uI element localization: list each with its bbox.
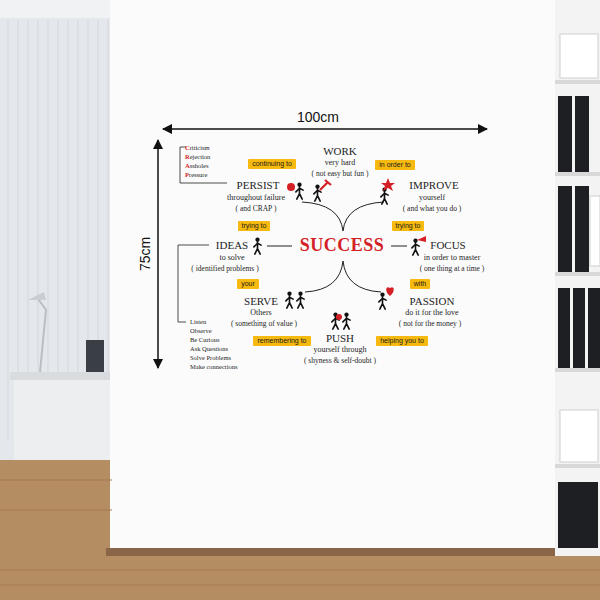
dimension-label: 75cm bbox=[138, 237, 153, 271]
floor-boards bbox=[0, 480, 600, 585]
tag-text: trying to bbox=[396, 222, 421, 229]
list-item: Observe bbox=[190, 327, 212, 334]
concept-word: IMPROVE bbox=[409, 179, 459, 191]
concept-note: ( and CRAP ) bbox=[236, 205, 277, 213]
crap-bracket bbox=[180, 147, 227, 183]
acronym-item: Criticism bbox=[185, 144, 210, 151]
connector-tag: your bbox=[237, 279, 259, 289]
connector-tag: remembering to bbox=[253, 336, 310, 346]
concept-note: ( not easy but fun ) bbox=[312, 170, 369, 178]
concept-word: IDEAS bbox=[216, 239, 248, 251]
list-item: Make connections bbox=[190, 363, 237, 370]
concept-note: ( not for the money ) bbox=[399, 320, 461, 328]
binders bbox=[558, 96, 600, 548]
tag-text: continuing to bbox=[252, 160, 292, 167]
concept-note: ( identified problems ) bbox=[191, 265, 258, 273]
success-curves bbox=[267, 202, 407, 292]
connector-tag: helping you to bbox=[376, 336, 428, 346]
connector-tag: in order to bbox=[375, 160, 415, 170]
desk-body bbox=[14, 380, 112, 460]
concept-text: in order to master bbox=[424, 254, 481, 263]
ceiling bbox=[0, 0, 112, 18]
tag-text: helping you to bbox=[380, 337, 424, 344]
connector-tag: continuing to bbox=[248, 159, 296, 169]
dimension-label: 100cm bbox=[297, 110, 339, 125]
concept-word: SERVE bbox=[244, 295, 278, 307]
list-item: Be Curious bbox=[190, 336, 219, 343]
ideas-bracket bbox=[178, 245, 209, 322]
acronym-item: Rejection bbox=[185, 153, 210, 160]
shelf-unit bbox=[555, 0, 600, 556]
connector-tag: with bbox=[410, 279, 430, 289]
tag-text: with bbox=[414, 280, 426, 287]
monitor bbox=[86, 340, 104, 372]
concept-text: yourself bbox=[419, 194, 445, 203]
lamp-head bbox=[28, 292, 46, 300]
window-area bbox=[0, 0, 112, 600]
acronym-item: Pressure bbox=[185, 171, 207, 178]
concept-text: yourself through bbox=[313, 346, 366, 355]
concept-word: PASSION bbox=[410, 295, 455, 307]
list-item: Solve Problems bbox=[190, 354, 231, 361]
connector-tag: trying to bbox=[392, 221, 425, 231]
tag-text: your bbox=[241, 280, 255, 287]
acronym-item: Assholes bbox=[185, 162, 208, 169]
list-item: Listen bbox=[190, 318, 206, 325]
tag-text: remembering to bbox=[257, 337, 306, 344]
concept-text: throughout failure bbox=[227, 194, 285, 203]
width-dimension bbox=[163, 128, 487, 130]
concept-word: FOCUS bbox=[430, 239, 465, 251]
concept-note: ( and what you do ) bbox=[403, 205, 462, 213]
wall bbox=[110, 0, 555, 552]
shelf-boards bbox=[555, 80, 600, 468]
concept-note: ( one thing at a time ) bbox=[420, 265, 485, 273]
concept-text: do it for the love bbox=[405, 309, 458, 318]
concept-word: WORK bbox=[323, 145, 357, 157]
desk-lamp bbox=[36, 296, 46, 372]
floor bbox=[0, 556, 600, 600]
concept-note: ( something of value ) bbox=[231, 320, 297, 328]
desk-top bbox=[10, 372, 112, 380]
concept-text: Others bbox=[250, 309, 271, 318]
tag-text: in order to bbox=[379, 161, 411, 168]
connector-tag: trying to bbox=[238, 221, 271, 231]
concept-word: PERSIST bbox=[237, 179, 280, 191]
concept-text: to solve bbox=[219, 254, 244, 263]
height-dimension bbox=[157, 140, 159, 368]
concept-text: very hard bbox=[325, 159, 355, 168]
concept-note: ( shyness & self-doubt ) bbox=[304, 357, 376, 365]
tag-text: trying to bbox=[242, 222, 267, 229]
concept-word: PUSH bbox=[326, 332, 354, 344]
storage-boxes bbox=[560, 34, 600, 462]
center-title: SUCCESS bbox=[300, 236, 385, 256]
list-item: Ask Questions bbox=[190, 345, 228, 352]
